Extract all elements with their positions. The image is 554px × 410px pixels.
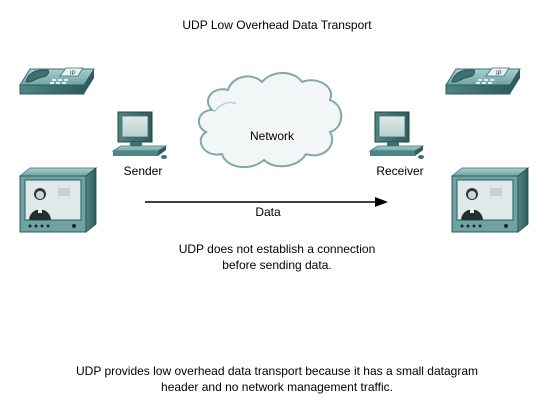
network-cloud-icon — [197, 72, 343, 169]
receiver-computer-icon — [368, 111, 425, 159]
ip-phone-left-icon: IP — [19, 67, 95, 95]
sender-computer-icon — [111, 111, 168, 159]
sender-label: Sender — [123, 164, 163, 178]
network-label: Network — [249, 129, 294, 143]
note-line-2: before sending data. — [222, 258, 332, 272]
footer-line-1: UDP provides low overhead data transport… — [76, 364, 478, 378]
ip-phone-right-label: IP — [496, 71, 502, 77]
receiver-label: Receiver — [376, 164, 424, 178]
footer-line-2: header and no network management traffic… — [161, 380, 393, 394]
video-monitor-right-icon — [450, 167, 530, 233]
ip-phone-left-label: IP — [70, 71, 76, 77]
data-arrow — [145, 197, 388, 207]
note-line-1: UDP does not establish a connection — [178, 242, 376, 256]
data-label: Data — [255, 205, 281, 219]
diagram-title: UDP Low Overhead Data Transport — [182, 18, 372, 32]
ip-phone-right-icon: IP — [445, 67, 521, 95]
video-monitor-left-icon — [18, 167, 98, 233]
